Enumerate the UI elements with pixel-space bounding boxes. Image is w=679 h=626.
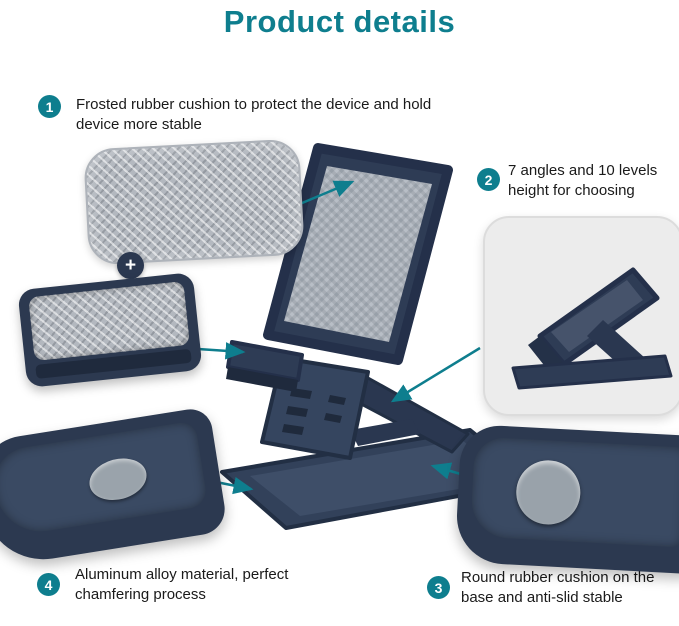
- page-title: Product details: [223, 4, 456, 39]
- stand-rear-leg: [348, 376, 470, 454]
- callout-4-text: Aluminum alloy material, perfect chamfer…: [75, 566, 289, 604]
- plus-icon: +: [117, 252, 144, 279]
- angle-adjustment-inset: [483, 216, 679, 416]
- base-corner-inset-right: [454, 423, 679, 575]
- angle-view-stand: [511, 267, 673, 390]
- tray-frosted-surface: [28, 281, 190, 362]
- callout-2-text: 7 angles and 10 levels height for choosi…: [508, 162, 658, 200]
- callout-3-badge: 3: [427, 576, 450, 599]
- stand-front-hook: [226, 340, 304, 392]
- tray-inset: [17, 272, 203, 388]
- stand-riser-column: [260, 356, 370, 460]
- callout-4-badge: 4: [37, 573, 60, 596]
- callout-2-badge: 2: [477, 168, 500, 191]
- stand-adjust-bracket: [350, 419, 420, 446]
- arrow-to-pad: [294, 180, 355, 208]
- arrow-to-adjuster: [390, 346, 481, 403]
- callout-3-text: Round rubber cushion on the base and ant…: [461, 569, 655, 607]
- base-corner-inset-left: [0, 406, 229, 568]
- frosted-texture-inset: [83, 138, 305, 266]
- arrow-to-hook: [197, 342, 246, 360]
- callout-1-badge: 1: [38, 95, 61, 118]
- callout-1-text: Frosted rubber cushion to protect the de…: [76, 96, 432, 134]
